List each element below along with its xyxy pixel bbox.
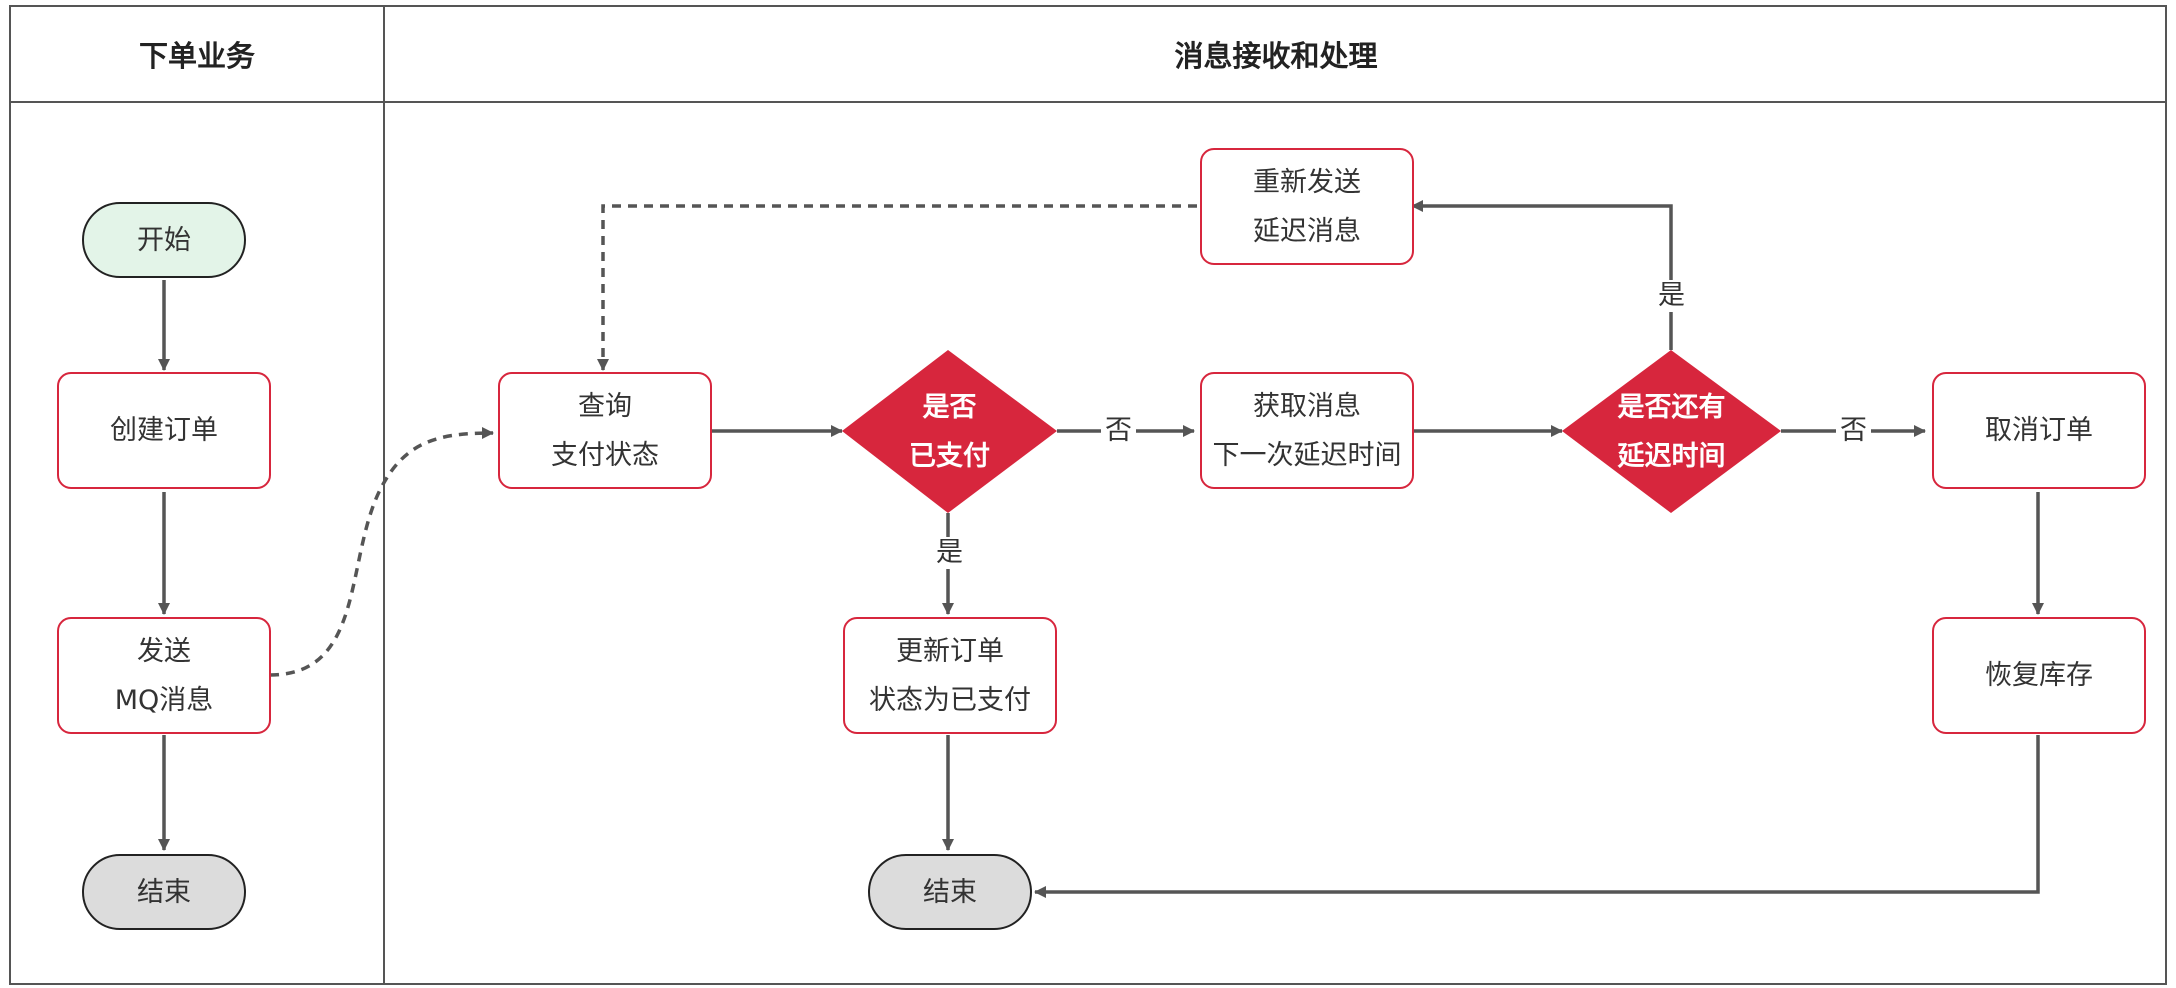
lane-title-message: 消息接收和处理 — [1174, 39, 1378, 73]
restore-stock-label: 恢复库存 — [1985, 660, 2093, 691]
edge-resend-to-query-dashed — [597, 204, 1197, 371]
start-terminal: 开始 — [82, 202, 246, 278]
edge-label-more-yes: 是 — [1654, 280, 1689, 312]
end-terminal-right: 结束 — [868, 854, 1032, 930]
get-next-delay-box: 获取消息 下一次延迟时间 — [1200, 372, 1414, 489]
has-more-delay-line2: 延迟时间 — [1617, 440, 1726, 472]
update-paid-box: 更新订单 状态为已支付 — [843, 617, 1057, 734]
update-paid-line1: 更新订单 — [896, 635, 1004, 667]
is-paid-line2: 已支付 — [909, 440, 990, 472]
lane-title-order: 下单业务 — [138, 39, 255, 73]
get-next-delay-line1: 获取消息 — [1253, 390, 1361, 422]
is-paid-line1: 是否 — [922, 391, 977, 423]
query-status-line2: 支付状态 — [551, 439, 659, 471]
cancel-order-box: 取消订单 — [1932, 372, 2146, 489]
resend-delay-box: 重新发送 延迟消息 — [1200, 148, 1414, 265]
create-order-box: 创建订单 — [57, 372, 271, 489]
edge-label-more-no: 否 — [1836, 415, 1871, 447]
decision-has-more-delay-shape — [1562, 350, 1781, 513]
end-left-label: 结束 — [137, 876, 191, 908]
send-mq-label-line2: MQ消息 — [114, 684, 214, 716]
end-terminal-left: 结束 — [82, 854, 246, 930]
end-right-label: 结束 — [923, 876, 977, 908]
query-status-line1: 查询 — [578, 390, 632, 422]
get-next-delay-line2: 下一次延迟时间 — [1212, 439, 1402, 471]
decision-is-paid-shape — [842, 350, 1057, 513]
start-label: 开始 — [137, 224, 191, 256]
query-status-box: 查询 支付状态 — [498, 372, 712, 489]
edge-send-mq-to-query-dashed — [269, 427, 494, 677]
edge-label-paid-yes: 是 — [932, 537, 967, 569]
header-divider — [9, 5, 2167, 103]
send-mq-label-line1: 发送 — [137, 635, 191, 667]
has-more-delay-line1: 是否还有 — [1617, 391, 1726, 423]
decision-has-more-delay: 是否还有 延迟时间 — [1562, 350, 1781, 513]
resend-delay-line1: 重新发送 — [1253, 166, 1361, 198]
restore-stock-box: 恢复库存 — [1932, 617, 2146, 734]
edge-label-paid-no: 否 — [1101, 415, 1136, 447]
lane-left-frame — [9, 5, 385, 985]
update-paid-line2: 状态为已支付 — [869, 684, 1031, 716]
cancel-order-label: 取消订单 — [1985, 415, 2093, 446]
decision-is-paid: 是否 已支付 — [842, 350, 1057, 513]
edge-restore-to-end — [1034, 735, 2040, 898]
resend-delay-line2: 延迟消息 — [1253, 215, 1361, 247]
send-mq-box: 发送 MQ消息 — [57, 617, 271, 734]
create-order-label: 创建订单 — [110, 415, 218, 446]
